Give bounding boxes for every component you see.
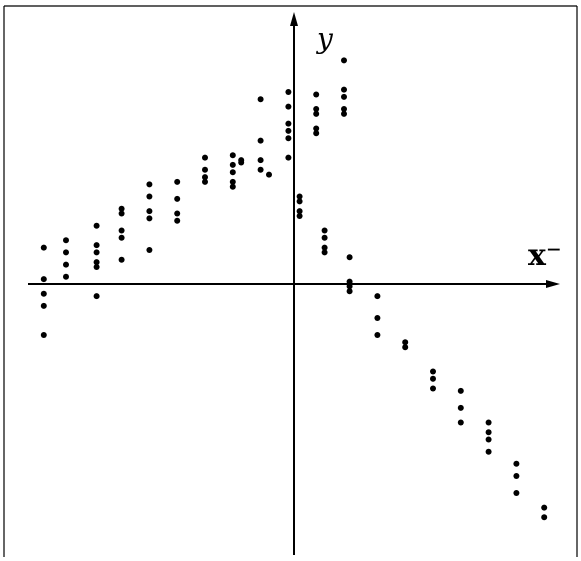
data-point (238, 159, 245, 166)
data-point (402, 344, 409, 351)
data-point (202, 154, 208, 161)
data-point (296, 213, 303, 219)
data-point (485, 436, 492, 443)
data-point (374, 293, 381, 300)
data-point (174, 217, 181, 224)
data-point (93, 264, 100, 270)
data-point (341, 86, 347, 93)
data-point (118, 256, 125, 263)
data-point (321, 244, 328, 251)
data-point (40, 276, 47, 283)
data-point (346, 254, 353, 261)
data-point (40, 302, 47, 309)
data-point (257, 137, 264, 144)
data-point (346, 278, 353, 285)
data-point (513, 460, 520, 467)
data-point (118, 205, 125, 212)
data-point (229, 178, 236, 185)
data-point (285, 120, 292, 127)
data-point (341, 93, 347, 100)
data-point (485, 429, 492, 436)
data-point (40, 290, 47, 297)
data-point (457, 404, 464, 411)
data-point (93, 249, 100, 256)
x-axis-label: x⁻ (528, 238, 562, 273)
data-point (93, 259, 100, 266)
y-axis-label: y (315, 22, 334, 55)
data-point (93, 222, 100, 229)
data-point (313, 110, 320, 117)
data-point (229, 169, 236, 176)
data-point (202, 166, 208, 173)
data-point (541, 514, 548, 521)
y-axis-arrowhead (290, 12, 298, 26)
data-point (93, 242, 100, 249)
data-point (485, 419, 492, 426)
data-point (430, 368, 436, 375)
data-point (146, 193, 153, 200)
x-axis-arrowhead (546, 280, 560, 288)
data-point (346, 288, 353, 295)
data-point (313, 106, 320, 112)
data-point (257, 166, 264, 173)
data-point (174, 195, 181, 202)
data-point (296, 208, 303, 215)
data-point (146, 181, 153, 188)
data-point (146, 208, 153, 215)
data-point (174, 210, 181, 217)
data-point (341, 110, 347, 117)
data-point (513, 490, 520, 496)
data-point (229, 161, 236, 168)
data-point (485, 448, 492, 455)
data-point (341, 57, 347, 64)
data-point (285, 154, 292, 161)
data-point (257, 157, 264, 164)
data-point (430, 385, 436, 392)
data-point (341, 106, 347, 112)
data-point (513, 473, 520, 479)
data-point (63, 249, 69, 256)
data-point (296, 198, 303, 205)
data-point (457, 419, 464, 426)
data-point (93, 293, 100, 300)
data-point (374, 315, 381, 321)
data-point (118, 210, 125, 217)
data-point (202, 178, 208, 185)
data-point (313, 130, 320, 137)
data-point (174, 178, 181, 185)
data-point (202, 174, 208, 181)
data-point (313, 91, 320, 98)
data-point (285, 103, 292, 110)
data-point (374, 332, 381, 338)
data-point (346, 283, 353, 290)
data-point (321, 249, 328, 256)
data-point (285, 135, 292, 142)
data-point (321, 234, 328, 241)
data-point (285, 89, 292, 95)
data-point (457, 387, 464, 394)
data-point (313, 125, 320, 132)
data-point (430, 375, 436, 382)
data-point (285, 127, 292, 134)
data-point (118, 227, 125, 234)
data-point (296, 193, 303, 200)
data-points (40, 57, 548, 521)
data-point (146, 215, 153, 222)
data-point (63, 237, 69, 244)
data-point (541, 504, 548, 511)
data-point (118, 234, 125, 241)
data-point (63, 273, 69, 280)
data-point (229, 152, 236, 159)
data-point (257, 96, 264, 103)
data-point (40, 332, 47, 338)
data-point (40, 244, 47, 251)
data-point (146, 247, 153, 253)
data-point (63, 261, 69, 268)
data-point (402, 339, 409, 346)
data-point (266, 171, 272, 178)
data-point (321, 227, 328, 234)
data-point (229, 183, 236, 190)
